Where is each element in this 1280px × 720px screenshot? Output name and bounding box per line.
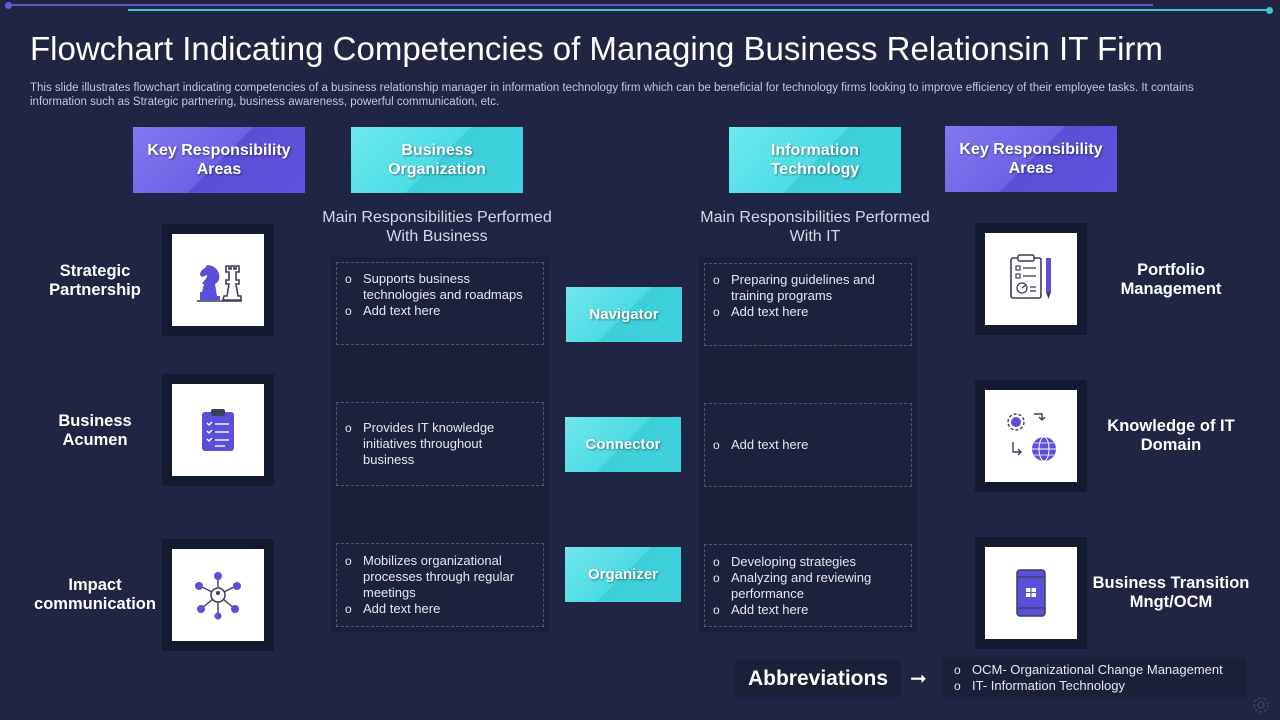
list-item: Supports business technologies and roadm…	[345, 271, 535, 303]
list-item: OCM- Organizational Change Management	[954, 662, 1247, 678]
header-information-technology: Information Technology	[729, 127, 901, 193]
label-impact-communication: Impact communication	[34, 576, 156, 613]
icon-frame-business-transition	[975, 537, 1087, 649]
list-item: Provides IT knowledge initiatives throug…	[345, 420, 535, 468]
clipboard-checklist-icon	[202, 409, 234, 451]
list-item: Preparing guidelines and training progra…	[713, 272, 903, 304]
slide-description: This slide illustrates flowchart indicat…	[30, 82, 1194, 108]
list-item: Mobilizes organizational processes throu…	[345, 553, 535, 601]
subhead-it: Main Responsibilities Performed With IT	[700, 209, 930, 245]
icon-frame-portfolio-management	[975, 223, 1087, 335]
label-portfolio-management: Portfolio Management	[1120, 261, 1222, 298]
role-organizer: Organizer	[565, 547, 681, 602]
list-item: Add text here	[713, 437, 903, 453]
abbreviations-box: OCM- Organizational Change Management IT…	[942, 657, 1247, 699]
list-item: Add text here	[345, 303, 535, 319]
top-accent-dot-left	[5, 2, 12, 9]
subhead-business: Main Responsibilities Performed With Bus…	[322, 209, 552, 245]
header-business-organization: Business Organization	[351, 127, 523, 193]
label-knowledge-it-domain: Knowledge of IT Domain	[1107, 417, 1235, 454]
business-box-3: Mobilizes organizational processes throu…	[336, 543, 544, 627]
header-left-key-responsibility-areas: Key Responsibility Areas	[133, 127, 305, 193]
label-business-transition: Business Transition Mngt/OCM	[1092, 574, 1250, 611]
business-box-1: Supports business technologies and roadm…	[336, 262, 544, 345]
header-right-key-responsibility-areas: Key Responsibility Areas	[945, 126, 1117, 192]
document-pen-icon	[1010, 254, 1051, 299]
it-box-1: Preparing guidelines and training progra…	[704, 263, 912, 346]
mobile-device-icon	[1016, 569, 1046, 617]
slide-title: Flowchart Indicating Competencies of Man…	[30, 30, 1163, 67]
list-item: Add text here	[345, 601, 535, 617]
gear-globe-cycle-icon	[1007, 413, 1056, 462]
it-box-3: Developing strategies Analyzing and revi…	[704, 544, 912, 627]
list-item: IT- Information Technology	[954, 678, 1247, 694]
network-hub-icon	[195, 572, 241, 620]
abbreviations-label: Abbreviations	[735, 660, 901, 697]
icon-frame-business-acumen	[162, 374, 274, 486]
list-item: Add text here	[713, 304, 903, 320]
business-box-2: Provides IT knowledge initiatives throug…	[336, 402, 544, 486]
list-item: Add text here	[713, 602, 903, 618]
list-item: Analyzing and reviewing performance	[713, 570, 903, 602]
label-business-acumen: Business Acumen	[58, 412, 132, 449]
icon-frame-knowledge-it-domain	[975, 380, 1087, 492]
label-strategic-partnership: Strategic Partnership	[49, 262, 141, 299]
chess-pieces-icon	[197, 265, 242, 302]
top-accent-dot-right	[1266, 7, 1273, 14]
role-navigator: Navigator	[566, 287, 682, 342]
top-accent-line-cyan	[128, 9, 1270, 11]
it-box-2: Add text here	[704, 403, 912, 487]
gear-icon	[1253, 697, 1269, 713]
top-accent-line-purple	[8, 4, 1153, 6]
icon-frame-strategic-partnership	[162, 224, 274, 336]
role-connector: Connector	[565, 417, 681, 472]
icon-frame-impact-communication	[162, 539, 274, 651]
list-item: Developing strategies	[713, 554, 903, 570]
arrow-right-icon: ➞	[910, 668, 927, 690]
